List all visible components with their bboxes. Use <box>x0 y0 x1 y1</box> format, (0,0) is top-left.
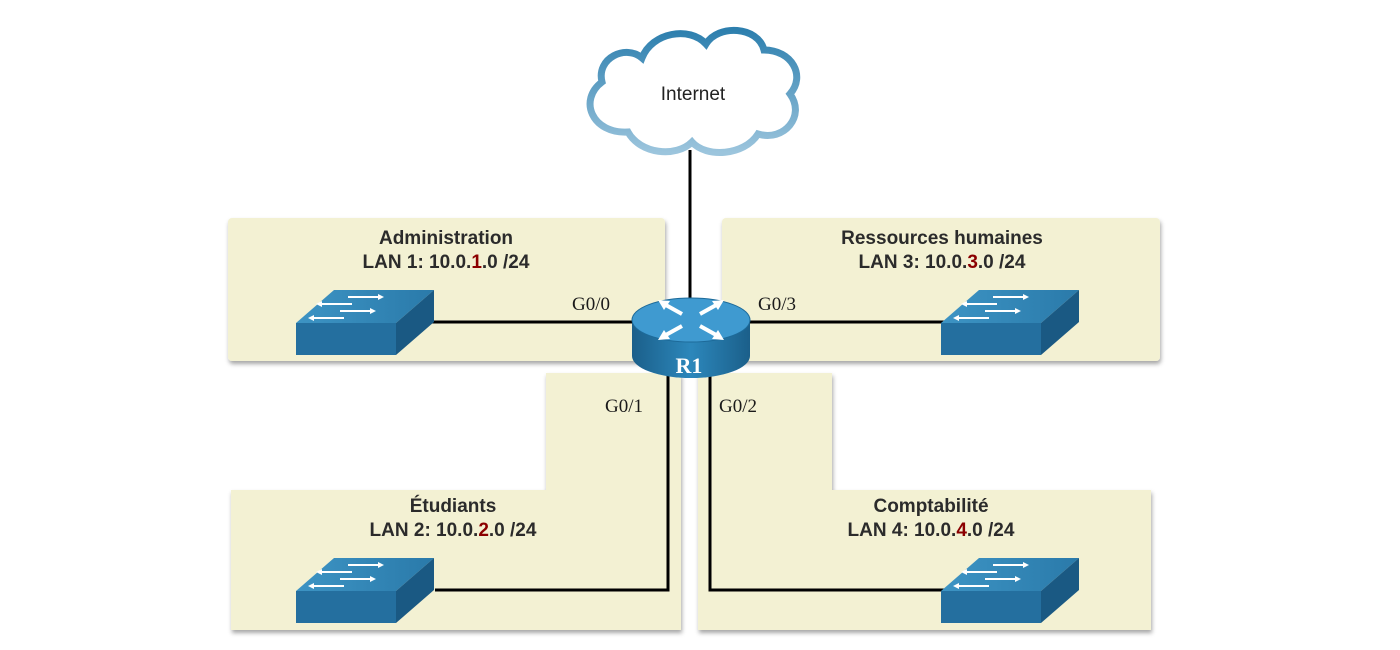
lan4-subnet: LAN 4: 10.0.4.0 /24 <box>848 520 1015 541</box>
internet-label: Internet <box>661 84 726 105</box>
link-g0-2 <box>708 360 945 592</box>
port-g0-3: G0/3 <box>758 294 796 315</box>
internet-cloud-icon <box>586 27 801 156</box>
router-icon <box>631 297 751 378</box>
lan1-subnet: LAN 1: 10.0.1.0 /24 <box>363 252 530 273</box>
lan2-name: Étudiants <box>410 495 497 517</box>
port-g0-1: G0/1 <box>605 396 643 417</box>
lan3-subnet: LAN 3: 10.0.3.0 /24 <box>859 252 1026 273</box>
links <box>430 150 945 592</box>
lan4-name: Comptabilité <box>873 496 988 517</box>
lan1-name: Administration <box>379 228 513 249</box>
lan2-subnet: LAN 2: 10.0.2.0 /24 <box>370 520 537 541</box>
lan3-name: Ressources humaines <box>841 228 1043 249</box>
port-g0-0: G0/0 <box>572 294 610 315</box>
port-g0-2: G0/2 <box>719 396 757 417</box>
link-g0-1 <box>435 360 670 592</box>
router-name: R1 <box>676 353 703 378</box>
